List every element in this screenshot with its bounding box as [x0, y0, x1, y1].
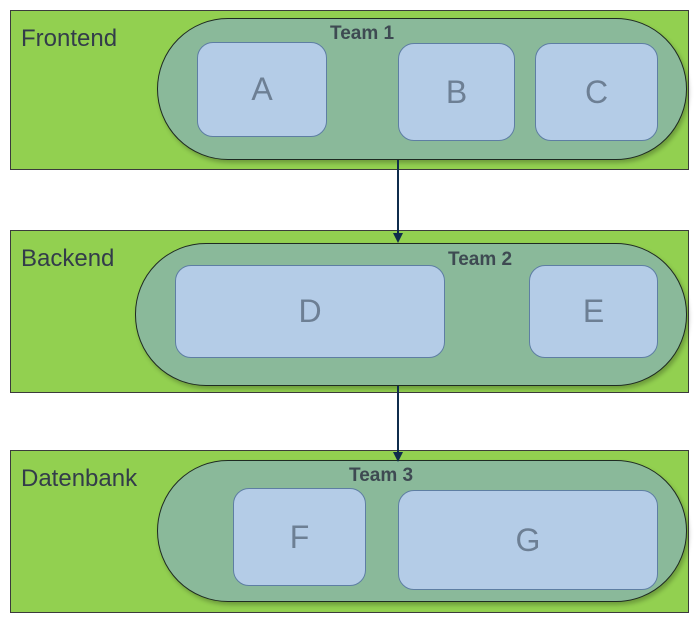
team-1-label: Team 1: [330, 23, 395, 44]
layer-label-datenbank: Datenbank: [21, 465, 138, 492]
layer-label-backend: Backend: [21, 245, 115, 272]
component-f: F: [233, 488, 366, 586]
layer-label-frontend: Frontend: [21, 25, 118, 52]
component-a: A: [197, 42, 327, 137]
component-c: C: [535, 43, 658, 141]
component-g: G: [398, 490, 658, 590]
component-e: E: [529, 265, 658, 358]
team-3-label: Team 3: [349, 465, 414, 486]
component-b: B: [398, 43, 515, 141]
component-d: D: [175, 265, 445, 358]
team-2-label: Team 2: [448, 249, 513, 270]
